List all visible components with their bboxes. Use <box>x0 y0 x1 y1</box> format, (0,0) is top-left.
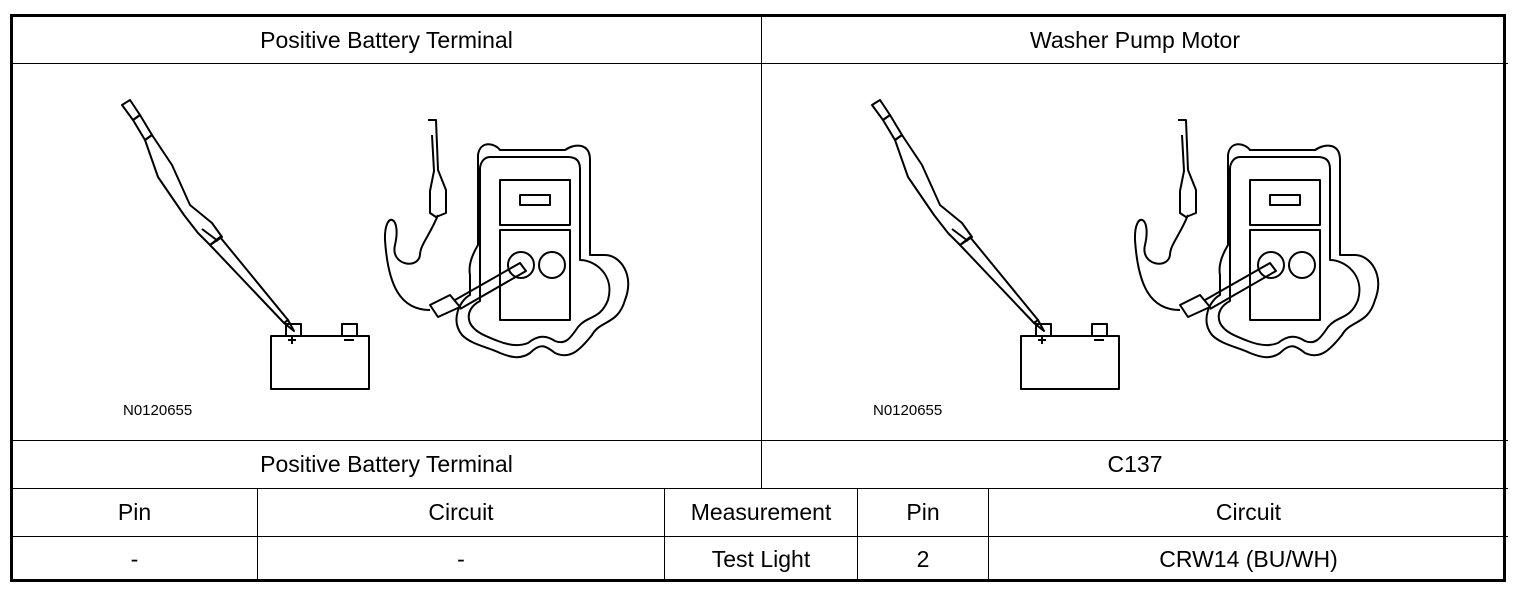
col-header-pin-left: Pin <box>117 499 152 525</box>
table-row-measurement: Test Light <box>711 546 811 572</box>
col-header-circuit-right: Circuit <box>1215 499 1282 525</box>
divider-col-4 <box>988 488 989 581</box>
divider-header <box>12 63 1508 64</box>
right-title: Washer Pump Motor <box>1029 26 1241 53</box>
table-row-circuit-right: CRW14 (BU/WH) <box>1159 546 1338 572</box>
divider-figures <box>12 440 1508 441</box>
divider-subheader <box>12 488 1508 489</box>
table-row-pin-left: - <box>130 546 139 572</box>
table-row-pin-right: 2 <box>916 546 930 572</box>
divider-col-1 <box>257 488 258 581</box>
figure-code-left: N0120655 <box>123 402 193 419</box>
left-title: Positive Battery Terminal <box>260 26 513 53</box>
table-row-circuit-left: - <box>457 546 465 572</box>
figure-left <box>100 95 660 395</box>
col-header-pin-right: Pin <box>906 499 940 525</box>
test-light-battery-connector-illustration-icon <box>871 99 1380 390</box>
col-header-measurement: Measurement <box>690 499 832 525</box>
divider-center <box>761 16 762 488</box>
test-table-frame <box>10 14 1506 582</box>
divider-col-2 <box>664 488 665 581</box>
subheader-right: C137 <box>1107 451 1163 477</box>
divider-colheader <box>12 536 1508 537</box>
col-header-circuit-left: Circuit <box>428 499 494 525</box>
figure-right <box>850 95 1410 395</box>
test-light-battery-connector-illustration-icon <box>121 99 630 390</box>
subheader-left: Positive Battery Terminal <box>260 451 513 477</box>
figure-code-right: N0120655 <box>873 402 943 419</box>
divider-col-3 <box>857 488 858 581</box>
